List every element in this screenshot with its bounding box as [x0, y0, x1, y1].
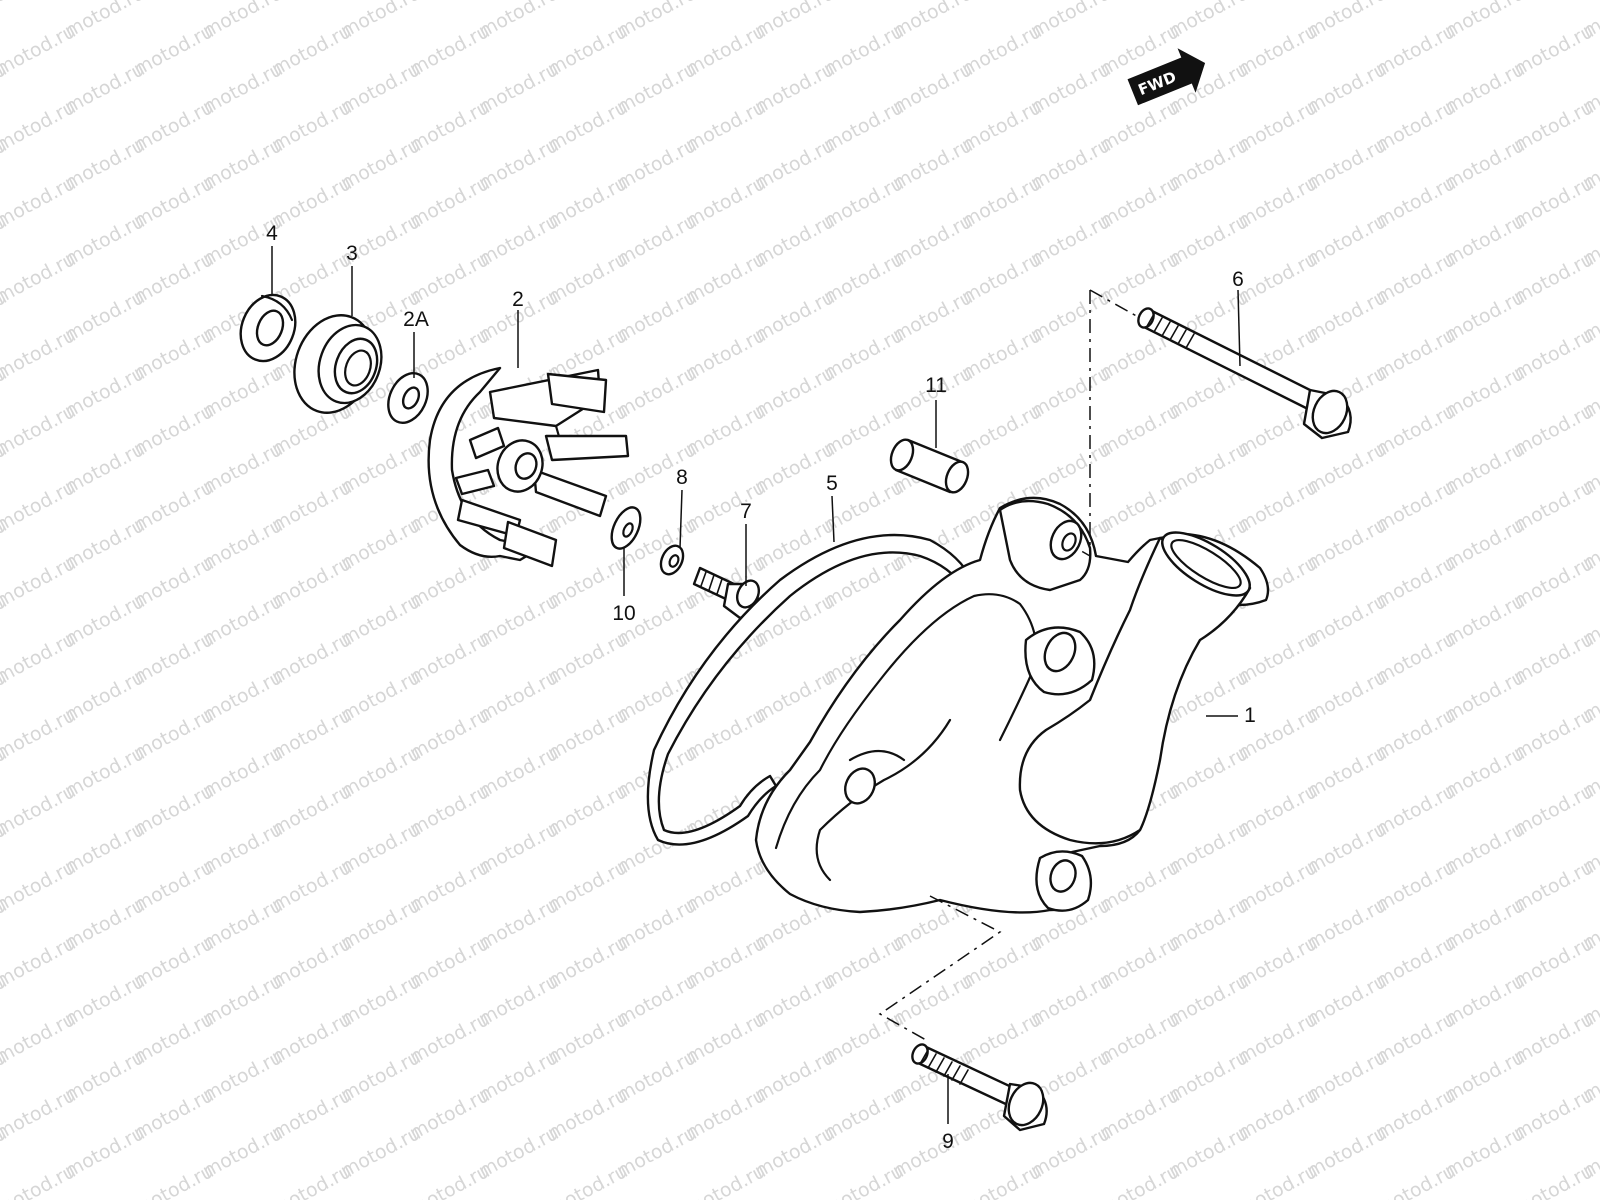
watermark-text: motod.ru	[0, 932, 79, 992]
watermark-text: motod.ru	[0, 1008, 79, 1068]
watermark-text: motod.ru	[0, 552, 79, 612]
part-mechanical-seal	[293, 314, 383, 414]
watermark-text: motod.ru	[0, 780, 79, 840]
callout-2a: 2A	[403, 308, 429, 331]
watermark-text: motod.ru	[0, 1084, 79, 1144]
watermark-text: motod.ru	[544, 1160, 631, 1200]
part-short-bolt	[911, 1043, 1048, 1132]
watermark-text: motod.ru	[0, 0, 79, 4]
watermark-text: motod.ru	[0, 628, 79, 688]
part-gasket	[646, 533, 974, 846]
callout-labels: 4 3 2A 2 6 11 8 5 7 10 1 9	[266, 222, 1256, 1153]
watermark-text: motod.ru	[958, 1160, 1045, 1200]
watermark-text: motod.ru	[0, 248, 79, 308]
callout-2: 2	[512, 288, 524, 311]
part-long-bolt	[1137, 307, 1352, 440]
callout-1: 1	[1244, 704, 1256, 727]
callout-8: 7	[740, 500, 752, 523]
callout-6: 9	[942, 1130, 954, 1153]
watermark-text: motod.ru	[1234, 1160, 1321, 1200]
watermark-text: motod.ru	[0, 20, 79, 80]
watermark-text: motod.ru	[0, 400, 79, 460]
callout-5: 5	[826, 472, 838, 495]
callout-leaders	[271, 246, 1241, 1124]
assembly-lines	[878, 289, 1141, 1041]
part-washer	[610, 506, 642, 550]
watermark-text: motod.ru	[0, 476, 79, 536]
watermark-text: motod.ru	[1510, 1160, 1597, 1200]
watermark-text: motod.ru	[820, 1160, 907, 1200]
part-impeller	[427, 366, 630, 568]
watermark-text: motod.ru	[130, 1160, 217, 1200]
watermark-text: motod.ru	[0, 96, 79, 156]
callout-3: 3	[346, 242, 358, 265]
callout-11: 11	[925, 374, 947, 397]
callout-10: 10	[612, 602, 635, 625]
part-seal-ring	[387, 372, 429, 424]
part-water-pump-cover	[754, 496, 1270, 914]
part-dowel-pin	[889, 438, 970, 494]
part-small-washer	[659, 544, 685, 576]
watermark-text: motod.ru	[682, 1160, 769, 1200]
watermark-text: motod.ru	[268, 1160, 355, 1200]
watermark-text: motod.ru	[0, 704, 79, 764]
watermark-text: motod.ru	[0, 1160, 79, 1200]
watermark-text: motod.ru	[1372, 1160, 1459, 1200]
part-oil-seal	[239, 293, 297, 363]
callout-4: 4	[266, 222, 278, 245]
watermark-text: motod.ru	[0, 0, 10, 42]
watermark-text: motod.ru	[1096, 1160, 1183, 1200]
forward-arrow-icon	[1127, 48, 1206, 106]
callout-9: 8	[676, 466, 688, 489]
callout-7: 6	[1232, 268, 1244, 291]
watermark-text: motod.ru	[0, 172, 79, 232]
watermark-text: motod.ru	[0, 856, 79, 916]
watermark-text: motod.ru	[0, 324, 79, 384]
watermark-text: motod.ru	[406, 1160, 493, 1200]
